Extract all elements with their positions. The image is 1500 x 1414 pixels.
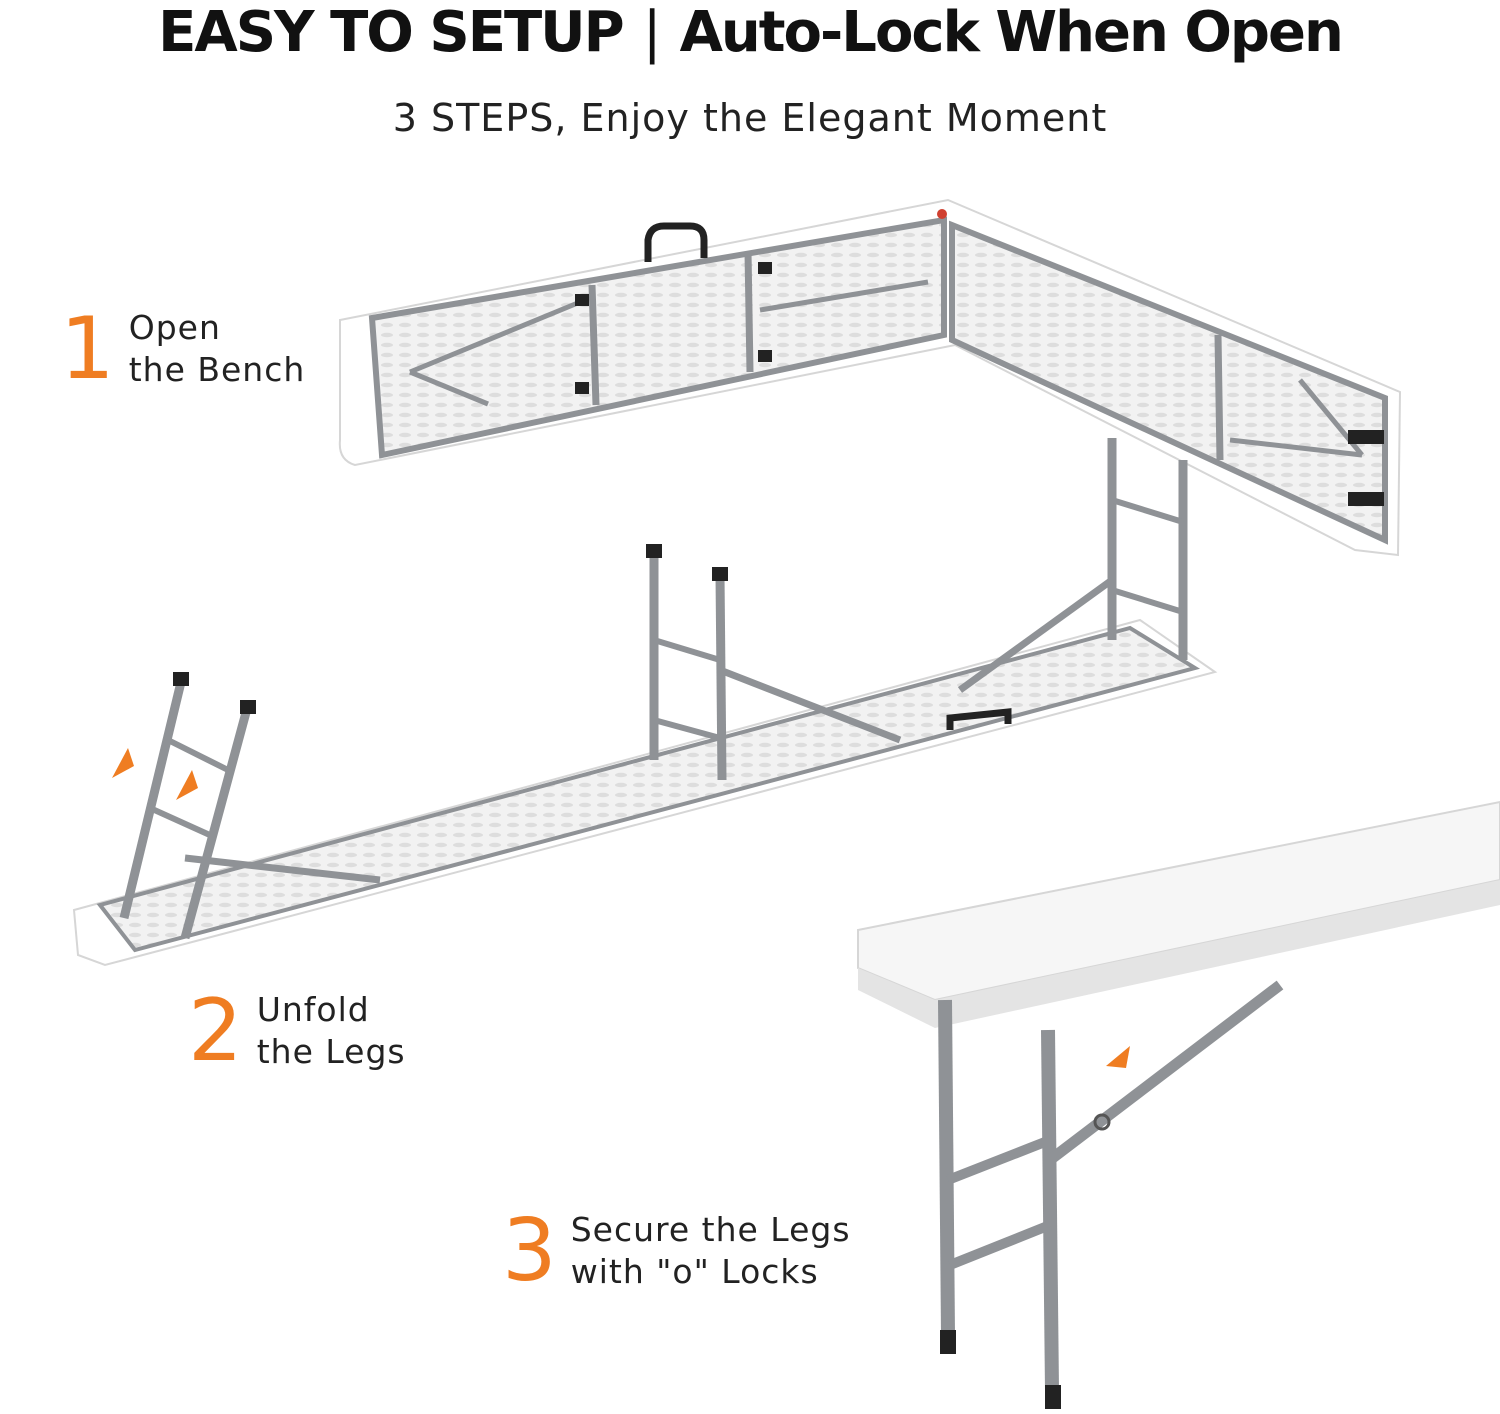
assembled-bench-image <box>857 800 1500 1409</box>
page-title: EASY TO SETUP | Auto-Lock When Open <box>0 0 1500 65</box>
step-1: 1 Open the Bench <box>60 306 305 392</box>
step-2-line-1: Unfold <box>256 990 370 1029</box>
step-3-number: 3 <box>502 1201 557 1301</box>
folded-bench-image <box>338 198 1402 557</box>
page-subtitle: 3 STEPS, Enjoy the Elegant Moment <box>392 96 1108 140</box>
step-3-line-2: with "o" Locks <box>570 1252 819 1291</box>
title-separator: | <box>642 0 662 65</box>
step-1-line-1: Open <box>128 308 221 347</box>
unfolding-bench-image <box>72 438 1218 967</box>
step-1-number: 1 <box>60 299 115 399</box>
step-3: 3 Secure the Legs with "o" Locks <box>502 1208 851 1294</box>
step-2-number: 2 <box>188 981 243 1081</box>
step-1-line-2: the Bench <box>128 350 306 389</box>
title-left: EASY TO SETUP <box>158 0 625 65</box>
title-right: Auto-Lock When Open <box>679 0 1344 65</box>
step-3-line-1: Secure the Legs <box>570 1210 851 1249</box>
step-2-line-2: the Legs <box>256 1032 406 1071</box>
step-2: 2 Unfold the Legs <box>188 988 406 1074</box>
